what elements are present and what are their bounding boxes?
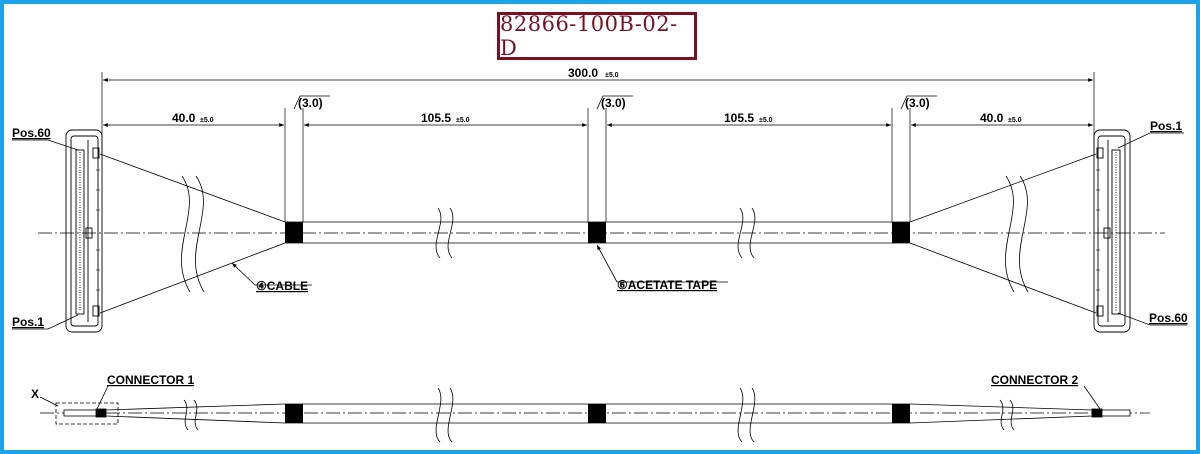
acetate-tape-side-1 [285, 404, 303, 423]
cable-label: ④CABLE [256, 279, 308, 293]
mid-tolerance-right-label: ±5.0 [759, 117, 773, 124]
view-x-leader [39, 396, 59, 407]
connector-1-label: CONNECTOR 1 [107, 373, 194, 387]
cable-fan-left [99, 153, 286, 314]
tape-width-1-label: (3.0) [298, 96, 323, 110]
cable-fan-right [909, 153, 1097, 314]
pos-leaders [12, 132, 1187, 330]
acetate-tape-leader [596, 244, 618, 283]
break-marks-side [183, 387, 1015, 443]
pos1-right-label: Pos.1 [1150, 119, 1182, 133]
pos60-right-label: Pos.60 [1149, 311, 1188, 325]
break-marks-top [181, 175, 1029, 293]
end-tolerance-right-label: ±5.0 [1008, 117, 1022, 124]
mid-length-left-label: 105.5 [421, 111, 451, 125]
connector-left [65, 129, 103, 333]
tape-width-leaders [293, 95, 937, 110]
end-length-left-label: 40.0 [172, 111, 196, 125]
overall-tolerance-label: ±5.0 [605, 72, 619, 79]
connector-right [1093, 129, 1131, 333]
acetate-tape-side-3 [892, 404, 910, 423]
part-number-box: 82866-100B-02-D [497, 12, 697, 60]
connector-2-label: CONNECTOR 2 [991, 373, 1078, 387]
mid-tolerance-left-label: ±5.0 [456, 117, 470, 124]
end-tolerance-left-label: ±5.0 [200, 117, 214, 124]
connector-1-side [63, 408, 107, 418]
view-x-box [55, 402, 119, 425]
cable-leader [231, 262, 256, 286]
acetate-tape-1 [285, 222, 303, 243]
pos1-left-label: Pos.1 [12, 315, 44, 329]
part-number: 82866-100B-02-D [500, 12, 678, 60]
tape-width-3-label: (3.0) [905, 96, 930, 110]
view-x-label: X [31, 387, 39, 401]
connector-2-side [1091, 408, 1131, 418]
cable-assembly-drawing: 300.0 ±5.0 40.0 ±5.0 105.5 ±5.0 105.5 ±5… [12, 66, 1188, 443]
overall-length-label: 300.0 [568, 66, 598, 80]
end-length-right-label: 40.0 [980, 111, 1004, 125]
tape-width-2-label: (3.0) [601, 96, 626, 110]
acetate-tape-side-2 [588, 404, 606, 423]
pos60-left-label: Pos.60 [12, 126, 51, 140]
mid-length-right-label: 105.5 [724, 111, 754, 125]
acetate-tape-3 [892, 222, 910, 243]
connector-leaders [96, 385, 1101, 410]
extension-lines [101, 72, 1095, 222]
acetate-tape-2 [588, 222, 606, 243]
acetate-tape-label: ⑥ACETATE TAPE [617, 278, 717, 292]
